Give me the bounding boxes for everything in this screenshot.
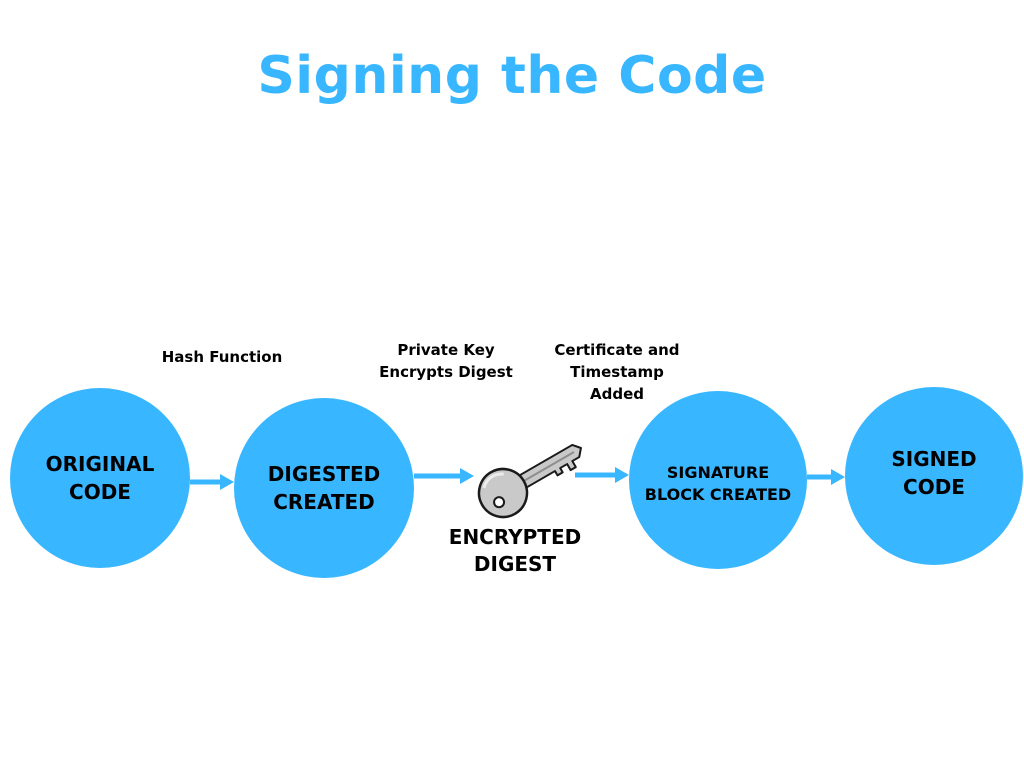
node-signature-block-created: SIGNATURE BLOCK CREATED — [629, 391, 807, 569]
page-title: Signing the Code — [257, 46, 767, 106]
arrow-3 — [575, 467, 629, 483]
key-icon — [477, 443, 582, 519]
node-original-code: ORIGINAL CODE — [10, 388, 190, 568]
step-label-private-key: Private Key Encrypts Digest — [379, 341, 513, 381]
node-signed-code: SIGNED CODE — [845, 387, 1023, 565]
arrow-4 — [807, 469, 845, 485]
node-digested-created: DIGESTED CREATED — [234, 398, 414, 578]
step-label-hash-function: Hash Function — [161, 348, 283, 366]
arrow-2 — [414, 468, 474, 484]
step-label-certificate: Certificate and Timestamp Added — [554, 341, 680, 403]
node-encrypted-digest: ENCRYPTED DIGEST — [448, 525, 582, 576]
arrow-1 — [190, 474, 234, 490]
